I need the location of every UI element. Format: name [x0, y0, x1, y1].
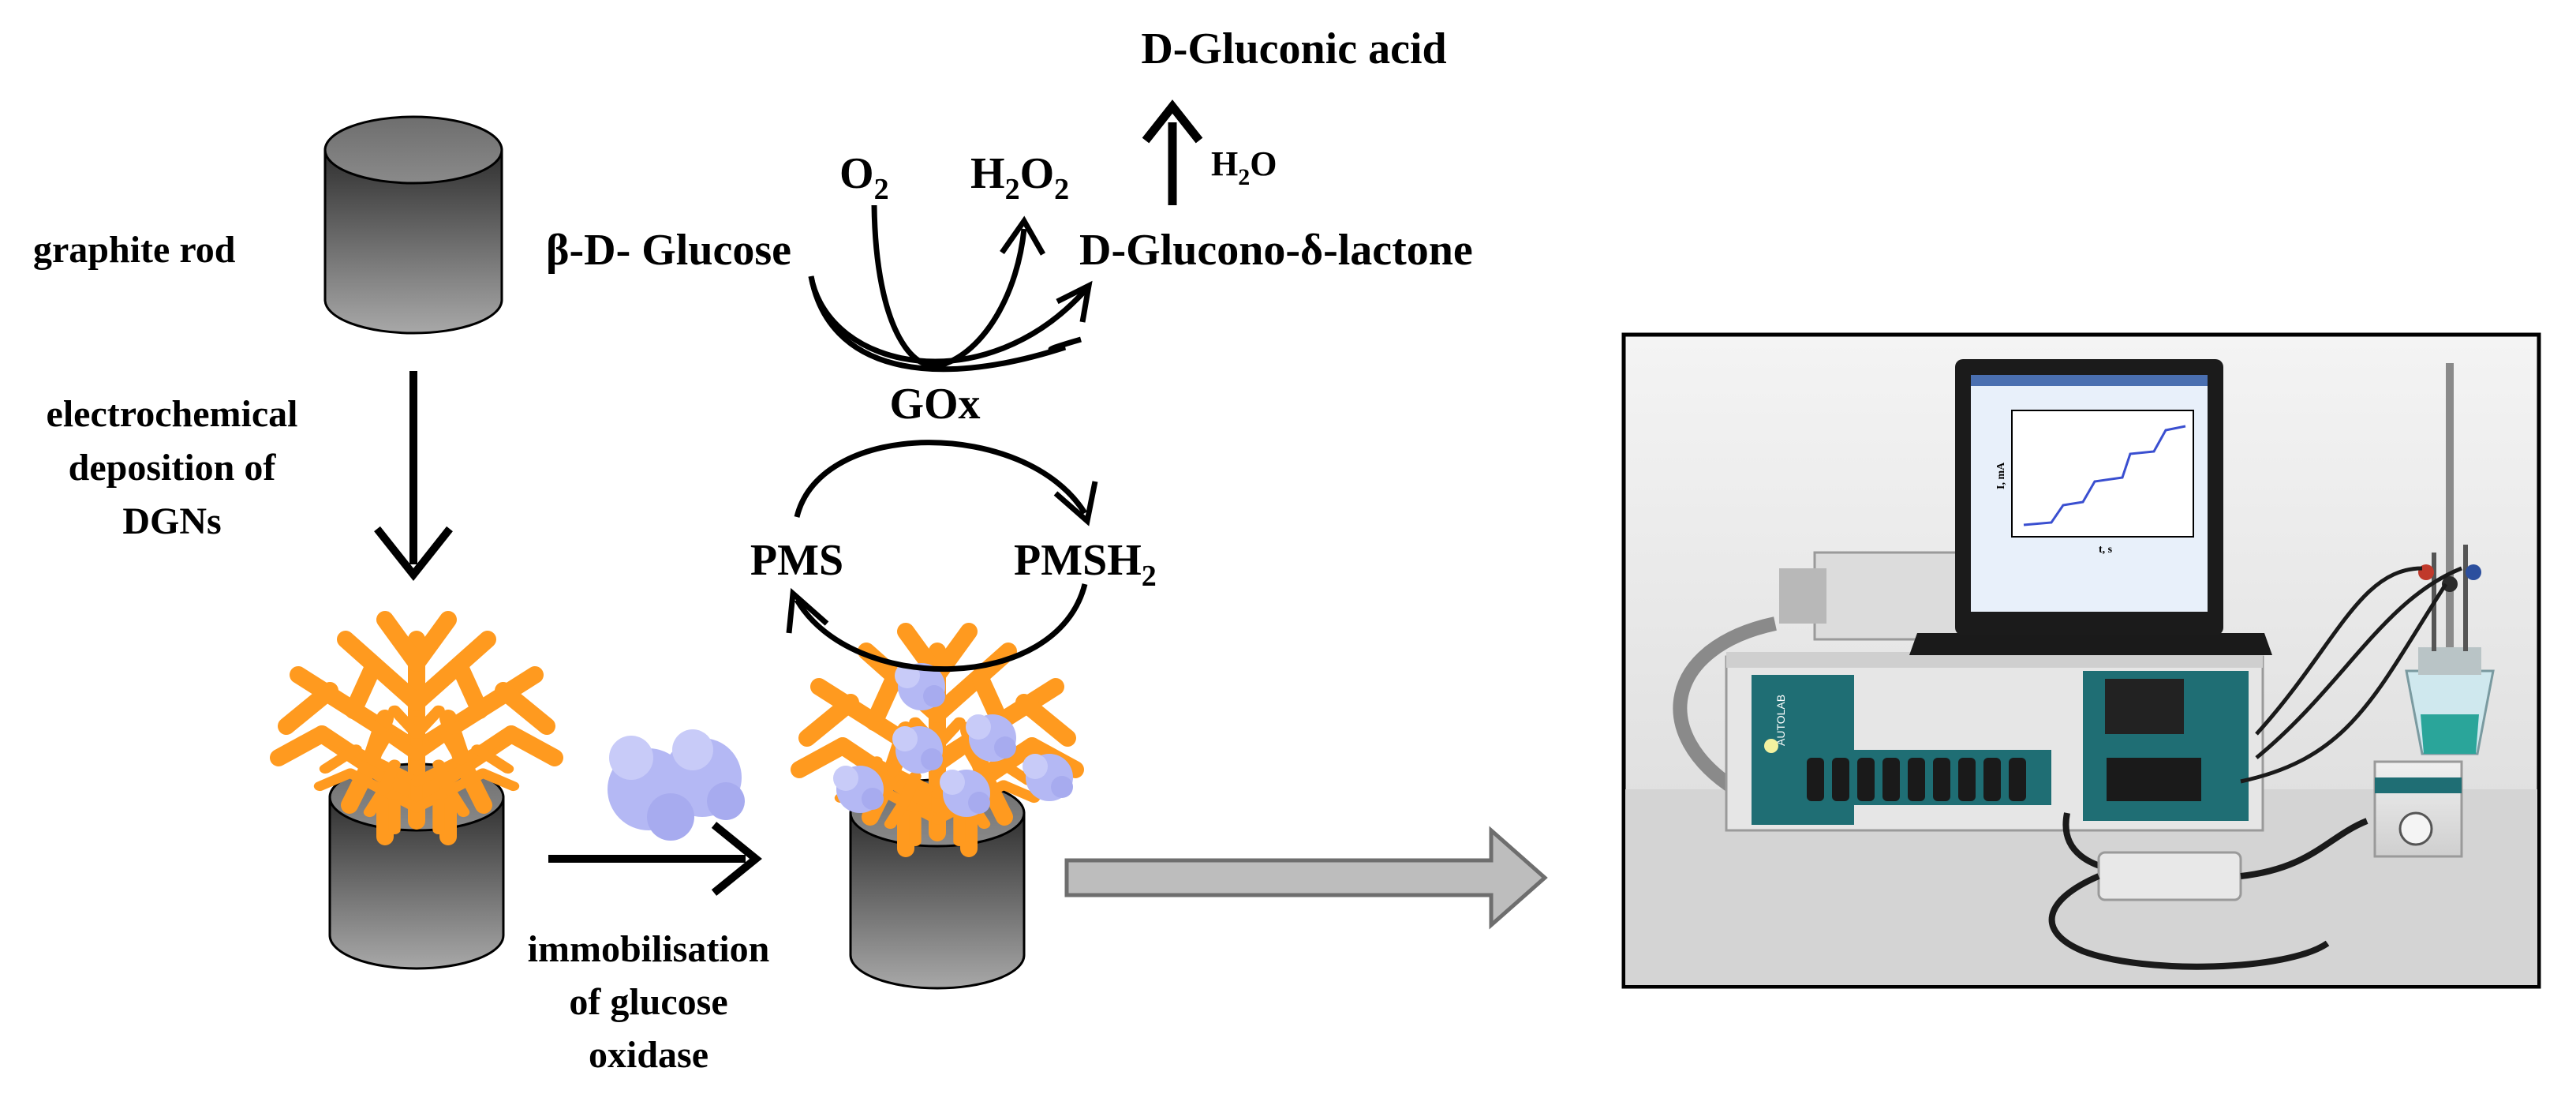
- graphite-rod-label: graphite rod: [33, 229, 236, 271]
- o2-label: O2: [839, 149, 889, 206]
- laptop: I, mA t, s: [1909, 359, 2272, 655]
- immobilisation-label-line3: oxidase: [589, 1034, 708, 1076]
- potentiostat: AUTOLAB: [1725, 652, 2264, 832]
- immobilisation-arrow: [548, 822, 762, 896]
- lactone-label: D-Glucono-δ-lactone: [1079, 226, 1473, 275]
- glucose-oxidase-cluster: [608, 729, 745, 841]
- instrument-brand: AUTOLAB: [1774, 695, 1787, 746]
- gluconic-acid-arrow: [1142, 99, 1203, 205]
- cable-module: [2048, 818, 2368, 970]
- rod-with-dendrites: [279, 620, 555, 970]
- gox-label: GOx: [889, 380, 980, 429]
- electrochemical-cell: [2373, 363, 2495, 858]
- block-arrow: [1064, 826, 1548, 930]
- deposition-arrow: [374, 371, 453, 582]
- deposition-label-line1: electrochemical: [47, 393, 298, 435]
- mediator-cycle-arrows: [786, 440, 1098, 672]
- immobilisation-label-line1: immobilisation: [528, 928, 770, 970]
- instrument-photo: AUTOLAB: [1621, 332, 2541, 989]
- graphite-rod-top: [323, 115, 503, 335]
- glucose-label: β-D- Glucose: [546, 226, 791, 275]
- glucose-oxidation-arrows: [808, 204, 1093, 373]
- deposition-label-line3: DGNs: [122, 500, 221, 542]
- rod-with-enzyme: [799, 631, 1075, 990]
- immobilisation-label-line2: of glucose: [569, 981, 727, 1023]
- screen-y-axis-label: I, mA: [1995, 462, 2007, 489]
- screen-x-axis-label: t, s: [2099, 544, 2113, 556]
- pmsh2-label: PMSH2: [1014, 536, 1157, 593]
- gluconic-acid-label: D-Gluconic acid: [1141, 24, 1446, 73]
- interface-box: [1779, 551, 1974, 641]
- pms-label: PMS: [750, 536, 843, 585]
- deposition-label-line2: deposition of: [69, 447, 277, 489]
- h2o2-label: H2O2: [970, 149, 1069, 206]
- water-label: H2O: [1211, 144, 1277, 190]
